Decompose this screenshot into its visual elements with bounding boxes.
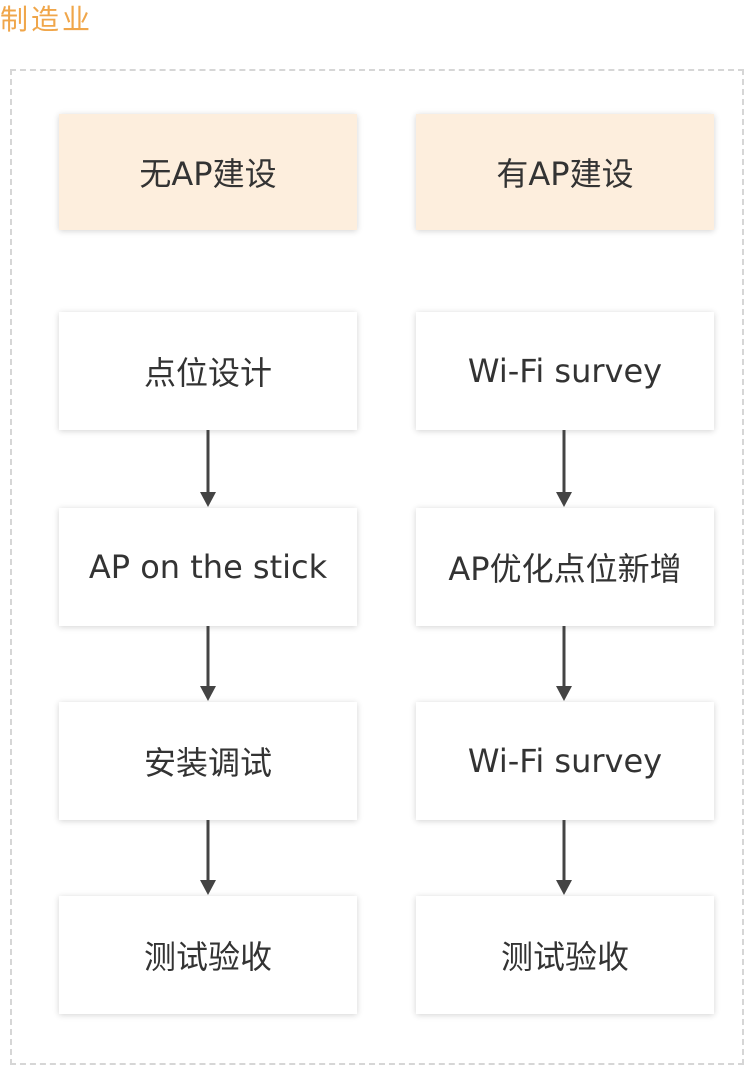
right-step-2-label: AP优化点位新增 (448, 550, 682, 588)
arrow-down-icon (556, 430, 572, 507)
arrow-down-icon (556, 820, 572, 895)
arrow-down-icon (556, 626, 572, 701)
left-header-box: 无AP建设 (59, 114, 357, 230)
left-step-2-label: AP on the stick (88, 548, 328, 586)
left-step-3-box: 安装调试 (59, 702, 357, 820)
left-step-1-label: 点位设计 (143, 354, 272, 392)
left-step-3-label: 安装调试 (143, 744, 272, 782)
left-step-4-label: 测试验收 (143, 938, 272, 976)
diagram-frame (10, 69, 744, 1065)
left-header-label: 无AP建设 (139, 155, 277, 193)
arrow-down-icon (200, 430, 216, 507)
right-header-label: 有AP建设 (496, 155, 634, 193)
right-step-1-label: Wi-Fi survey (467, 352, 663, 390)
left-step-2-box: AP on the stick (59, 508, 357, 626)
right-header-box: 有AP建设 (416, 114, 714, 230)
right-step-3-label: Wi-Fi survey (467, 742, 663, 780)
right-step-4-label: 测试验收 (500, 938, 629, 976)
right-step-2-box: AP优化点位新增 (416, 508, 714, 626)
arrow-down-icon (200, 820, 216, 895)
page-title: 制造业 (0, 3, 94, 36)
right-step-4-box: 测试验收 (416, 896, 714, 1014)
right-step-1-box: Wi-Fi survey (416, 312, 714, 430)
arrow-down-icon (200, 626, 216, 701)
right-step-3-box: Wi-Fi survey (416, 702, 714, 820)
left-step-4-box: 测试验收 (59, 896, 357, 1014)
left-step-1-box: 点位设计 (59, 312, 357, 430)
